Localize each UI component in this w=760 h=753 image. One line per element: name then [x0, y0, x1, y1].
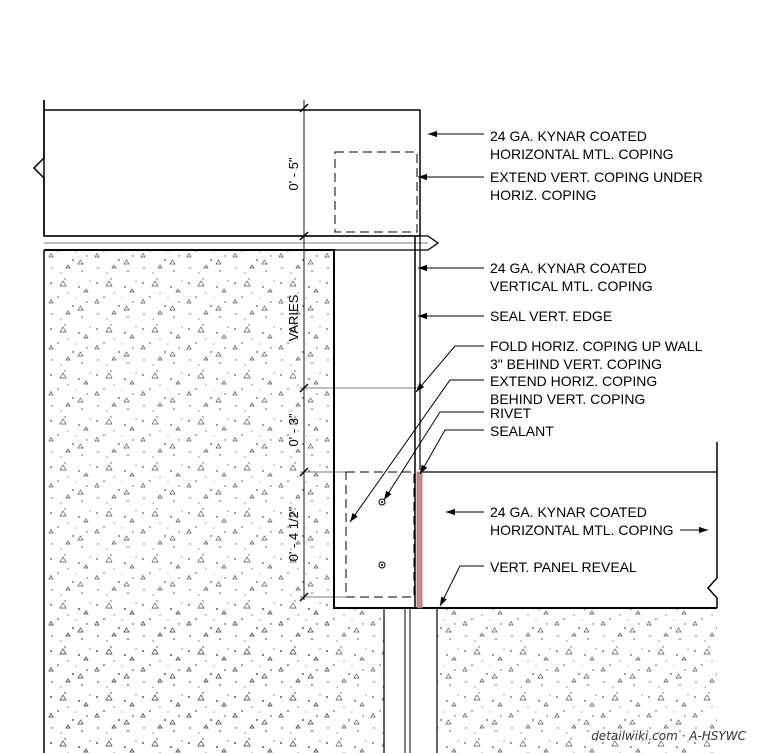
svg-text:EXTEND VERT. COPING UNDER: EXTEND VERT. COPING UNDER: [490, 169, 703, 185]
svg-text:SEALANT: SEALANT: [490, 423, 554, 439]
svg-text:24 GA. KYNAR COATED: 24 GA. KYNAR COATED: [490, 128, 647, 144]
svg-text:HORIZ. COPING: HORIZ. COPING: [490, 187, 597, 203]
rivet-symbol: [378, 498, 386, 569]
vertical-panel-reveal: [383, 608, 438, 753]
svg-text:FOLD HORIZ. COPING UP WALL: FOLD HORIZ. COPING UP WALL: [490, 338, 703, 354]
svg-text:3" BEHIND VERT. COPING: 3" BEHIND VERT. COPING: [490, 356, 662, 372]
dim-top: 0' - 5": [286, 157, 301, 190]
leader-lines: [349, 130, 708, 607]
svg-text:VERTICAL MTL. COPING: VERTICAL MTL. COPING: [490, 278, 653, 294]
svg-text:SEAL VERT. EDGE: SEAL VERT. EDGE: [490, 308, 612, 324]
callout-horiz-coping-lower: 24 GA. KYNAR COATED HORIZONTAL MTL. COPI…: [490, 504, 674, 538]
concrete-wall: [43, 249, 717, 753]
svg-text:VERT. PANEL REVEAL: VERT. PANEL REVEAL: [490, 559, 637, 575]
svg-text:24 GA. KYNAR COATED: 24 GA. KYNAR COATED: [490, 260, 647, 276]
dim-varies: VARIES: [286, 294, 301, 341]
callout-horiz-coping-top: 24 GA. KYNAR COATED HORIZONTAL MTL. COPI…: [490, 128, 674, 162]
svg-text:BEHIND VERT. COPING: BEHIND VERT. COPING: [490, 391, 645, 407]
upper-wall-block: [32, 100, 421, 237]
callout-sealant: SEALANT: [490, 423, 554, 439]
hidden-coping-outline: [334, 151, 418, 598]
credit-watermark: detailwiki.com · A-HSYWC: [591, 729, 746, 743]
vertical-coping: [414, 236, 421, 608]
sealant-strip: [416, 471, 423, 609]
callout-vert-coping: 24 GA. KYNAR COATED VERTICAL MTL. COPING: [490, 260, 653, 294]
callout-extend-vert: EXTEND VERT. COPING UNDER HORIZ. COPING: [490, 169, 703, 203]
dim-4half: 0' - 4 1/2": [286, 506, 301, 561]
callout-fold-horiz: FOLD HORIZ. COPING UP WALL 3" BEHIND VER…: [490, 338, 703, 372]
svg-text:24 GA. KYNAR COATED: 24 GA. KYNAR COATED: [490, 504, 647, 520]
lower-horizontal-coping: [420, 442, 718, 608]
svg-text:HORIZONTAL MTL. COPING: HORIZONTAL MTL. COPING: [490, 522, 674, 538]
callout-panel-reveal: VERT. PANEL REVEAL: [490, 559, 637, 575]
dimension-string: [299, 100, 420, 602]
callout-rivet: RIVET: [490, 405, 532, 421]
callout-extend-horiz: EXTEND HORIZ. COPING BEHIND VERT. COPING: [490, 373, 657, 407]
dim-3: 0' - 3": [286, 413, 301, 446]
svg-text:EXTEND HORIZ. COPING: EXTEND HORIZ. COPING: [490, 373, 657, 389]
horizontal-coping-top: [44, 235, 440, 251]
callout-seal-vert: SEAL VERT. EDGE: [490, 308, 612, 324]
svg-text:HORIZONTAL MTL. COPING: HORIZONTAL MTL. COPING: [490, 146, 674, 162]
svg-text:RIVET: RIVET: [490, 405, 532, 421]
